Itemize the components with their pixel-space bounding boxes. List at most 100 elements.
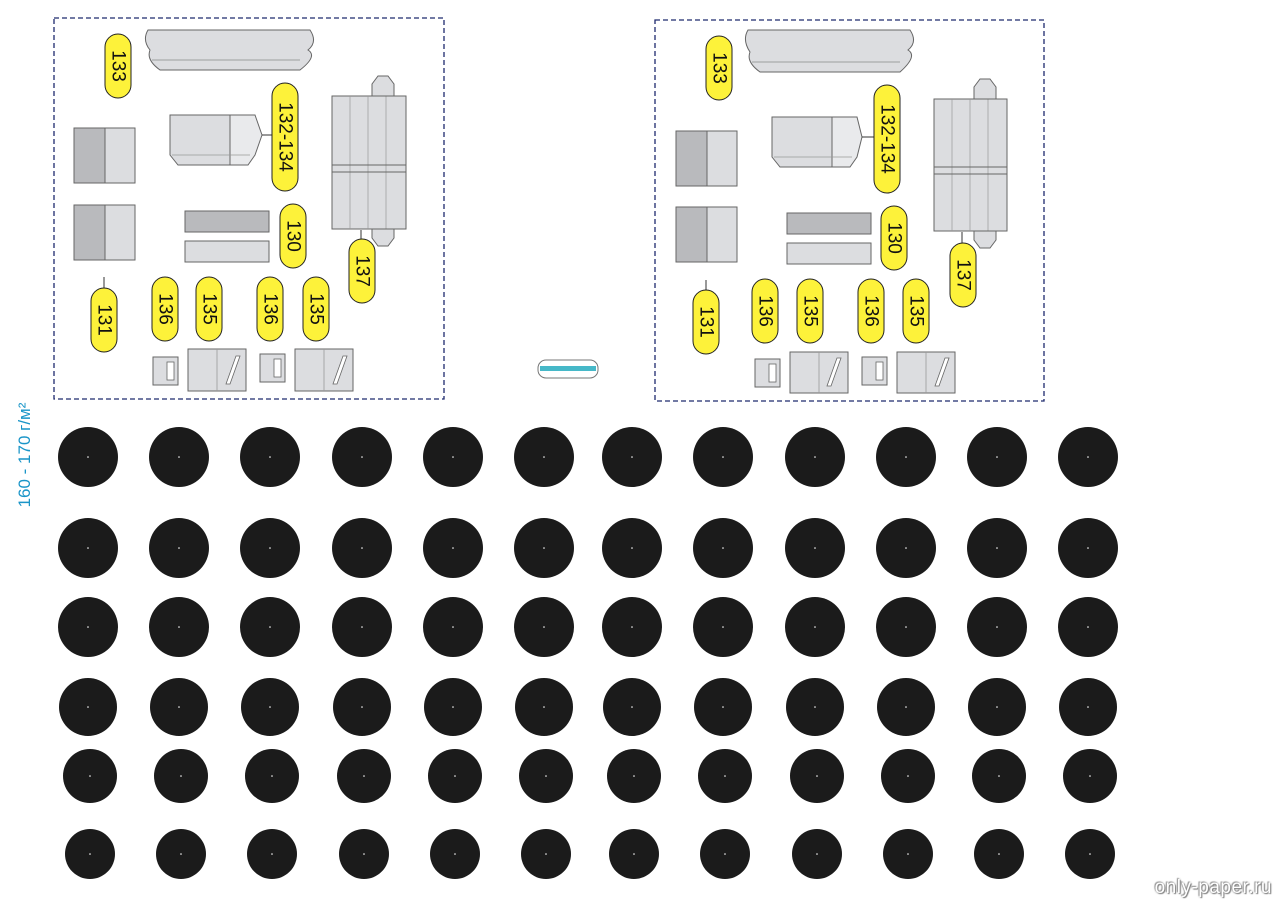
disk-center-mark xyxy=(178,706,180,708)
block-part xyxy=(73,204,136,261)
disk-center-mark xyxy=(180,853,182,855)
disk-center-mark xyxy=(178,456,180,458)
disk-center-mark xyxy=(1087,456,1089,458)
part-number: 137 xyxy=(953,259,974,291)
part-number: 136 xyxy=(861,295,882,327)
disk-center-mark xyxy=(89,853,91,855)
disk-center-mark xyxy=(363,853,365,855)
disk-center-mark xyxy=(87,626,89,628)
small-frame-part xyxy=(754,358,781,388)
disk-center-mark xyxy=(543,547,545,549)
disk-center-mark xyxy=(1089,853,1091,855)
disk-center-mark xyxy=(87,706,89,708)
part-number: 132-134 xyxy=(275,102,296,172)
strip-part xyxy=(786,242,872,265)
disk-center-mark xyxy=(724,853,726,855)
small-frame-part xyxy=(259,353,286,383)
disk-center-mark xyxy=(996,456,998,458)
part-label: 130 xyxy=(880,205,908,271)
disk-center-mark xyxy=(361,706,363,708)
part-number: 132-134 xyxy=(877,104,898,174)
part-label: 136 xyxy=(151,276,179,342)
disk-center-mark xyxy=(452,626,454,628)
small-connector-part xyxy=(537,359,599,379)
disk-center-mark xyxy=(722,626,724,628)
disk-center-mark xyxy=(631,456,633,458)
block-part xyxy=(675,206,738,263)
long-beam-part xyxy=(744,29,914,73)
disk-center-mark xyxy=(454,775,456,777)
disk-center-mark xyxy=(998,775,1000,777)
part-label: 135 xyxy=(796,278,824,344)
part-label: 136 xyxy=(857,278,885,344)
disk-center-mark xyxy=(454,853,456,855)
strip-part xyxy=(184,210,270,233)
disk-center-mark xyxy=(543,706,545,708)
disk-center-mark xyxy=(269,456,271,458)
part-label: 136 xyxy=(256,276,284,342)
part-label: 133 xyxy=(104,33,132,99)
long-beam-part xyxy=(144,29,314,71)
disk-center-mark xyxy=(89,775,91,777)
disk-center-mark xyxy=(998,853,1000,855)
disk-center-mark xyxy=(269,547,271,549)
disk-center-mark xyxy=(271,853,273,855)
block-part xyxy=(73,127,136,184)
cut-frame xyxy=(53,17,445,400)
disk-center-mark xyxy=(907,775,909,777)
part-label: 135 xyxy=(302,276,330,342)
disk-center-mark xyxy=(452,547,454,549)
disk-center-mark xyxy=(905,706,907,708)
part-number: 136 xyxy=(155,293,176,325)
part-number: 131 xyxy=(696,306,717,338)
part-number: 131 xyxy=(94,304,115,336)
part-label: 137 xyxy=(949,242,977,308)
part-number: 136 xyxy=(260,293,281,325)
part-label: 136 xyxy=(751,278,779,344)
part-label: 132-134 xyxy=(873,84,901,194)
part-number: 136 xyxy=(755,295,776,327)
strip-part xyxy=(786,212,872,235)
panel-part xyxy=(187,348,247,392)
disk-center-mark xyxy=(178,547,180,549)
part-number: 135 xyxy=(306,293,327,325)
strip-part xyxy=(184,240,270,263)
disk-center-mark xyxy=(545,853,547,855)
disk-center-mark xyxy=(543,626,545,628)
disk-center-mark xyxy=(87,547,89,549)
disk-center-mark xyxy=(814,456,816,458)
parts-group-left xyxy=(53,17,445,400)
disk-center-mark xyxy=(180,775,182,777)
panel-part xyxy=(294,348,354,392)
part-number: 135 xyxy=(800,295,821,327)
disk-center-mark xyxy=(816,853,818,855)
tall-body-part xyxy=(331,75,407,247)
part-number: 130 xyxy=(283,220,304,252)
disk-center-mark xyxy=(269,706,271,708)
disk-center-mark xyxy=(361,547,363,549)
cabin-part xyxy=(771,116,863,168)
disk-center-mark xyxy=(814,706,816,708)
panel-part xyxy=(896,351,956,394)
disk-center-mark xyxy=(271,775,273,777)
part-label: 131 xyxy=(692,289,720,355)
disk-center-mark xyxy=(269,626,271,628)
cut-frame xyxy=(654,19,1045,402)
part-label: 133 xyxy=(705,35,733,101)
disk-center-mark xyxy=(631,706,633,708)
disk-center-mark xyxy=(631,626,633,628)
disk-center-mark xyxy=(814,547,816,549)
disk-center-mark xyxy=(452,706,454,708)
disk-center-mark xyxy=(363,775,365,777)
panel-part xyxy=(789,351,849,394)
part-number: 135 xyxy=(199,293,220,325)
disk-center-mark xyxy=(178,626,180,628)
block-part xyxy=(675,130,738,187)
disk-center-mark xyxy=(543,456,545,458)
disk-center-mark xyxy=(905,456,907,458)
wheel-disk-grid xyxy=(58,427,1118,879)
disk-center-mark xyxy=(361,456,363,458)
disk-center-mark xyxy=(361,626,363,628)
disk-center-mark xyxy=(724,775,726,777)
part-number: 130 xyxy=(884,222,905,254)
